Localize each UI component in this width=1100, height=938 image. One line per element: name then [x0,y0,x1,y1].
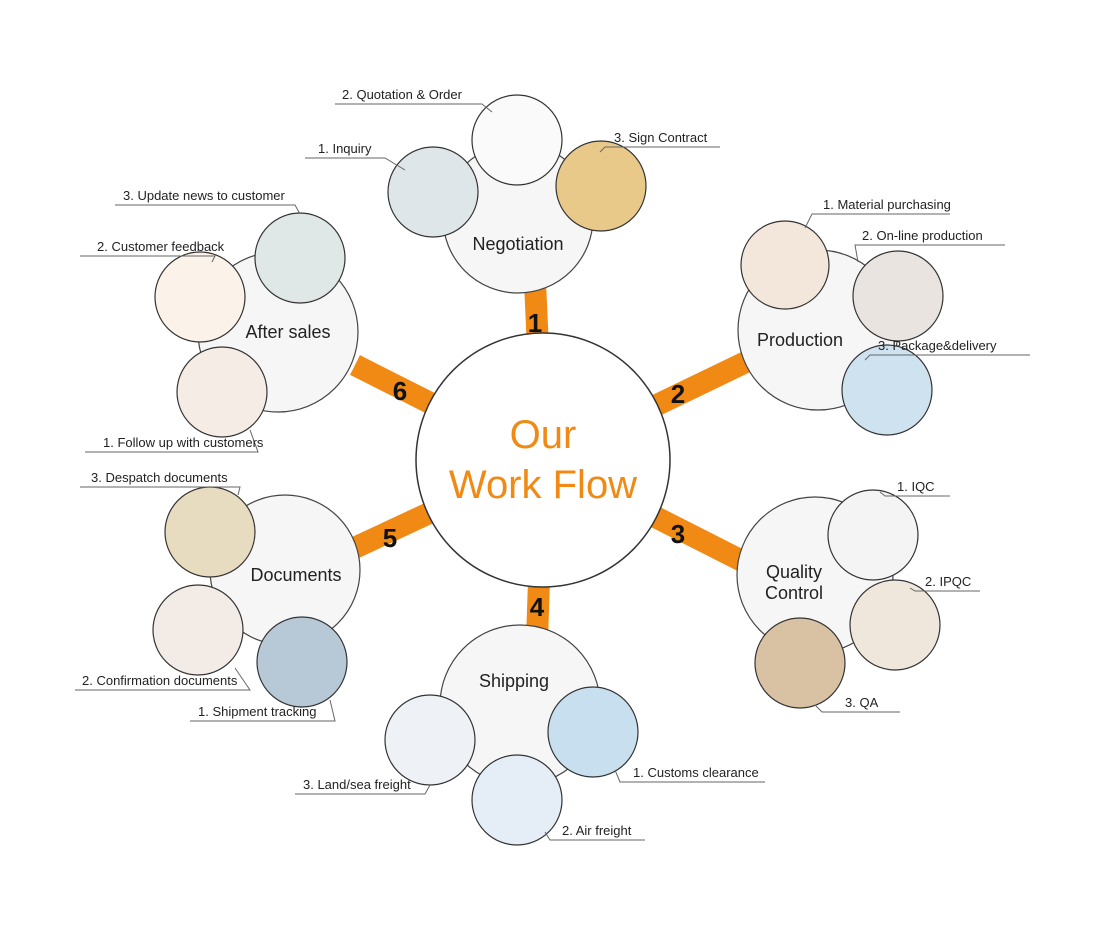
item-despatch-documents: 3. Despatch documents [91,470,228,485]
follow-up-photo-icon [176,346,268,438]
item-customs-clearance: 1. Customs clearance [633,765,759,780]
stage-label-quality-line2: Control [765,583,823,603]
step-number-2: 2 [671,379,685,409]
qa-photo-icon [754,617,846,709]
feedback-photo-icon [154,251,246,343]
material-photo-icon [740,220,830,310]
item-package-delivery: 3. Package&delivery [878,338,997,353]
item-ipqc: 2. IPQC [925,574,971,589]
item-land-sea-freight: 3. Land/sea freight [303,777,411,792]
online-production-photo-icon [852,250,944,342]
step-number-4: 4 [530,592,545,622]
stage-label-shipping: Shipping [479,671,549,691]
quotation-photo-icon [471,94,563,186]
stage-label-quality-line1: Quality [766,562,822,582]
despatch-photo-icon [164,486,256,578]
item-customer-feedback: 2. Customer feedback [97,239,225,254]
update-news-photo-icon [254,212,346,304]
stage-label-documents: Documents [250,565,341,585]
contract-photo-icon [555,140,647,232]
item-sign-contract: 3. Sign Contract [614,130,708,145]
item-iqc: 1. IQC [897,479,935,494]
item-shipment-tracking: 1. Shipment tracking [198,704,317,719]
step-number-3: 3 [671,519,685,549]
item-quotation-order: 2. Quotation & Order [342,87,463,102]
item-air-freight: 2. Air freight [562,823,632,838]
item-inquiry: 1. Inquiry [318,141,372,156]
step-number-5: 5 [383,523,397,553]
item-update-news: 3. Update news to customer [123,188,286,203]
customs-photo-icon [547,686,639,778]
land-sea-photo-icon [384,694,476,786]
center-circle [415,332,671,588]
step-number-1: 1 [528,308,542,338]
ipqc-photo-icon [849,579,941,671]
confirmation-photo-icon [152,584,244,676]
inquiry-photo-icon [387,146,479,238]
leader-lines [75,103,1030,841]
stage-label-negotiation: Negotiation [472,234,563,254]
stage-label-after-sales: After sales [245,322,330,342]
item-confirmation-documents: 2. Confirmation documents [82,673,238,688]
step-number-6: 6 [393,376,407,406]
item-follow-up: 1. Follow up with customers [103,435,264,450]
item-qa: 3. QA [845,695,879,710]
photo-circles [152,94,944,846]
tracking-photo-icon [256,616,348,708]
iqc-photo-icon [827,489,919,581]
air-freight-photo-icon [471,754,563,846]
item-material-purchasing: 1. Material purchasing [823,197,951,212]
stage-label-production: Production [757,330,843,350]
package-photo-icon [841,344,933,436]
center-title-line2: Work Flow [449,463,637,507]
center-title-line1: Our [510,413,577,457]
item-online-production: 2. On-line production [862,228,983,243]
